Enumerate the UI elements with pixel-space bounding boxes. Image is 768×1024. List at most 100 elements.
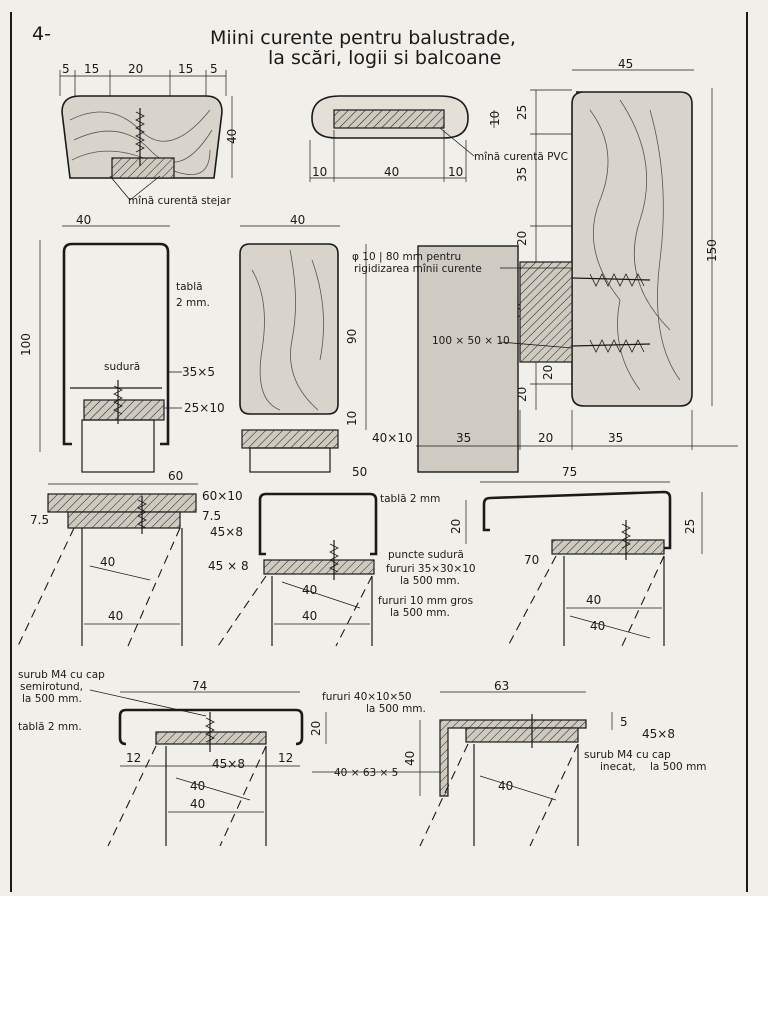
metal-u-width: 40 xyxy=(76,213,91,227)
sheet-border-right xyxy=(746,12,748,892)
detail-oak-handrail: 5 15 20 15 5 40 mînă curentă stejar xyxy=(59,62,239,207)
row3-holes-2b: la 500 mm. xyxy=(390,607,450,619)
row4-right-height: 40 xyxy=(403,751,417,766)
detail-row3-metal-channel: 50 tablă 2 mm 45 × 8 puncte sudură furur… xyxy=(208,465,476,647)
rod-label-1: φ 10 | 80 mm pentru xyxy=(352,251,461,263)
row4-screw2-2: inecat, xyxy=(600,761,636,773)
row4-right-small: 5 xyxy=(620,715,628,729)
row3-mid-width: 50 xyxy=(352,465,367,479)
detail-row3-flat-plate: 60 60×10 7.5 7.5 45×8 40 40 xyxy=(17,469,243,647)
metal-u-weld: sudură xyxy=(104,361,140,373)
pvc-label: mînă curentă PVC xyxy=(474,151,568,163)
oak-label: mînă curentă stejar xyxy=(128,195,231,207)
large-side-3: 20 xyxy=(515,231,529,246)
detail-wood-tall-handrail: 40 90 10 40×10 xyxy=(239,213,413,473)
row3-left-side-r: 7.5 xyxy=(202,509,221,523)
metal-u-bar1: 35×5 xyxy=(182,365,215,379)
row3-left-plate: 60×10 xyxy=(202,489,243,503)
page-title-line1: Miini curente pentru balustrade, xyxy=(210,27,516,49)
row4-left-post: 40 xyxy=(190,779,205,793)
oak-dim-2: 15 xyxy=(84,62,99,76)
pvc-dim-2: 40 xyxy=(384,165,399,179)
large-side-2: 35 xyxy=(515,167,529,182)
wood-tall-width: 40 xyxy=(290,213,305,227)
detail-pvc-handrail: 10 40 10 10 mînă curentă PVC xyxy=(309,95,568,182)
pvc-dim-3: 10 xyxy=(448,165,463,179)
row3-left-bar: 45×8 xyxy=(210,525,243,539)
detail-row3-cap: 75 20 25 70 40 40 xyxy=(449,465,703,647)
wood-tall-post xyxy=(249,447,331,473)
row4-left-bar: 45×8 xyxy=(212,757,245,771)
row3-left-width: 60 xyxy=(168,469,183,483)
oak-dim-5: 5 xyxy=(210,62,218,76)
row3-weld-points: puncte sudură xyxy=(388,549,464,561)
large-height: 150 xyxy=(705,239,719,262)
row3-right-post: 40 xyxy=(586,593,601,607)
wall-block xyxy=(417,245,519,473)
row3-mid-bar: 45 × 8 xyxy=(208,559,249,573)
row4-screw-3: la 500 mm. xyxy=(22,693,82,705)
row3-mid-sheet: tablă 2 mm xyxy=(380,493,440,505)
large-width: 45 xyxy=(618,57,633,71)
rod-label-2: rigidizarea mînii curente xyxy=(354,263,482,275)
oak-dim-4: 15 xyxy=(178,62,193,76)
page-number: 4- xyxy=(32,23,51,45)
row4-screw-1: surub M4 cu cap xyxy=(18,669,105,681)
detail-metal-u-handrail: 40 100 tablă 2 mm. sudură 35×5 25×10 xyxy=(19,213,225,473)
large-bottom-3: 35 xyxy=(608,431,623,445)
large-bottom-1: 35 xyxy=(456,431,471,445)
row4-right-bar: 45×8 xyxy=(642,727,675,741)
row4-left-side-l: 12 xyxy=(126,751,141,765)
row4-holes: fururi 40×10×50 xyxy=(322,691,412,703)
row4-sheet: tablă 2 mm. xyxy=(18,721,82,733)
oak-dim-1: 5 xyxy=(62,62,70,76)
metal-u-bar2: 25×10 xyxy=(184,401,225,415)
row4-right-width: 63 xyxy=(494,679,509,693)
detail-row4-angle: fururi 40×10×50 la 500 mm. 40 × 63 × 5 6… xyxy=(312,679,707,847)
sheet-border-left xyxy=(10,12,12,892)
row3-mid-post2: 40 xyxy=(302,609,317,623)
metal-u-height: 100 xyxy=(19,333,33,356)
row3-left-post: 40 xyxy=(100,555,115,569)
row4-left-height: 20 xyxy=(309,721,323,736)
wood-tall-small: 10 xyxy=(345,411,359,426)
metal-u-post xyxy=(81,419,155,473)
row4-screw2-3: la 500 mm xyxy=(650,761,707,773)
row4-left-width: 74 xyxy=(192,679,207,693)
row3-holes-2: fururi 10 mm gros xyxy=(378,595,473,607)
technical-drawing: 4- Miini curente pentru balustrade, la s… xyxy=(17,23,738,847)
row4-left-side-r: 12 xyxy=(278,751,293,765)
pvc-side: 10 xyxy=(488,111,502,126)
row3-holes-1: fururi 35×30×10 xyxy=(386,563,476,575)
flat-label: 100 × 50 × 10 xyxy=(432,335,510,347)
oak-height: 40 xyxy=(225,129,239,144)
row3-holes-1b: la 500 mm. xyxy=(400,575,460,587)
row3-mid-post: 40 xyxy=(302,583,317,597)
row4-right-post: 40 xyxy=(498,779,513,793)
large-side-5: 20 xyxy=(541,365,555,380)
row4-angle: 40 × 63 × 5 xyxy=(334,767,398,779)
row3-left-post2: 40 xyxy=(108,609,123,623)
oak-dim-3: 20 xyxy=(128,62,143,76)
detail-large-wood-post: 45 150 25 35 20 50 20 20 35 20 35 φ 10 |… xyxy=(352,57,738,473)
page-bottom-margin xyxy=(0,896,768,1024)
pvc-dim-1: 10 xyxy=(312,165,327,179)
row4-screw-2: semirotund, xyxy=(20,681,83,693)
detail-row4-rounded-cap: surub M4 cu cap semirotund, la 500 mm. t… xyxy=(18,669,327,847)
wood-tall-base: 40×10 xyxy=(372,431,413,445)
wood-tall-height: 90 xyxy=(345,329,359,344)
row3-right-width: 75 xyxy=(562,465,577,479)
page-title-line2: la scări, logii si balcoane xyxy=(268,47,501,69)
large-side-1: 25 xyxy=(515,105,529,120)
row3-right-h1: 20 xyxy=(449,519,463,534)
row3-right-h2: 25 xyxy=(683,519,697,534)
row4-screw2-1: surub M4 cu cap xyxy=(584,749,671,761)
row3-right-post2: 40 xyxy=(590,619,605,633)
row4-left-post2: 40 xyxy=(190,797,205,811)
row4-holes-b: la 500 mm. xyxy=(366,703,426,715)
row3-left-side: 7.5 xyxy=(30,513,49,527)
row3-right-w2: 70 xyxy=(524,553,539,567)
large-bottom-2: 20 xyxy=(538,431,553,445)
metal-u-sheet-t: 2 mm. xyxy=(176,297,210,309)
metal-u-sheet: tablă xyxy=(176,281,203,293)
